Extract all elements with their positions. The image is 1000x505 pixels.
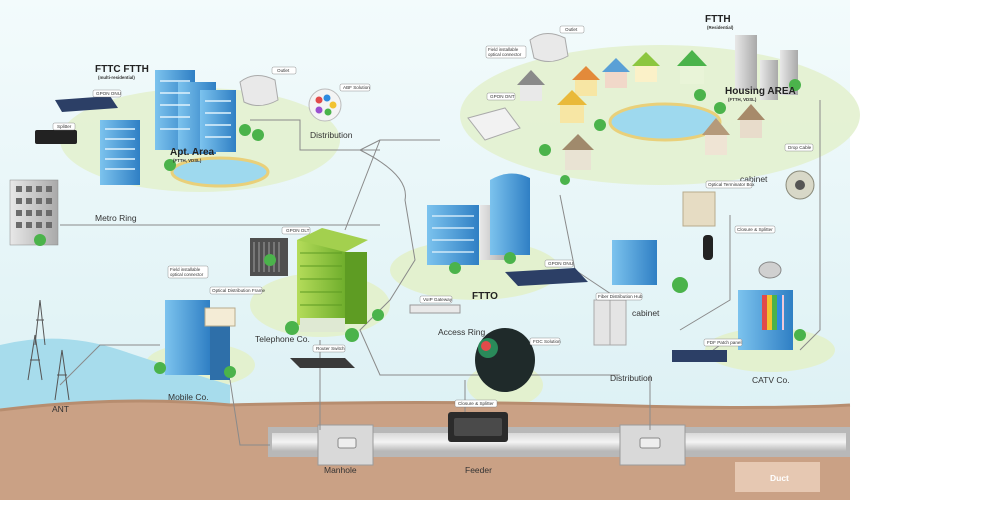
svg-text:GPON ONU: GPON ONU: [96, 91, 121, 96]
earth-edge: [0, 399, 851, 412]
voip-gateway-device: [409, 304, 461, 314]
abf-tubes: [315, 94, 337, 116]
label-ant: ANT: [52, 404, 69, 414]
tag-drop-cable: Drop Cable: [784, 143, 814, 152]
tag-outlet-right: Outlet: [559, 25, 585, 34]
zone-fttc-ftth-sub: (multi-residential): [98, 75, 135, 80]
svg-text:Drop Cable: Drop Cable: [788, 145, 812, 150]
label-catv-co: CATV Co.: [752, 375, 790, 385]
tag-odf: Optical Distribution Frame: [209, 286, 266, 295]
svg-text:ABF Solution: ABF Solution: [343, 85, 370, 90]
drop-cable-hub: [795, 180, 805, 190]
housing-pond: [608, 102, 722, 142]
office-building-left: [9, 179, 59, 246]
gpon-onu-mid-device: [505, 268, 588, 286]
ftto-buildings: [427, 173, 530, 265]
outlet-right-device: [529, 33, 569, 62]
svg-text:Outlet: Outlet: [565, 27, 578, 32]
svg-text:GPON OLT: GPON OLT: [286, 228, 310, 233]
trees: [34, 79, 806, 378]
zone-apt-area-sub: (FTTH, VDSL): [173, 158, 202, 163]
antenna-towers: [27, 299, 70, 401]
router-switch-device: [290, 358, 355, 368]
svg-text:Optical Distribution Frame: Optical Distribution Frame: [212, 288, 266, 293]
closure-splitter-inner: [454, 418, 502, 436]
zone-apt-area: Apt. Area: [170, 147, 215, 158]
tag-voip-gateway: VoIP Gateway: [419, 295, 453, 304]
tag-closure-splitter-bottom: Closure & Splitter: [454, 399, 498, 408]
label-telephone-co: Telephone Co.: [255, 334, 310, 344]
abf-bundle: [308, 88, 342, 122]
svg-text:FDF Patch panel: FDF Patch panel: [707, 340, 741, 345]
tag-gpon-onu-left: GPON ONU: [92, 89, 122, 98]
svg-text:Optical Terminator Box: Optical Terminator Box: [708, 182, 755, 187]
label-cabinet-top: cabinet: [740, 174, 768, 184]
tag-router-switch: Router Switch: [312, 344, 346, 353]
tag-field-connector-right: Field installable optical connector: [485, 45, 527, 59]
svg-text:GPON ONT: GPON ONT: [490, 94, 515, 99]
svg-text:GPON ONU: GPON ONU: [548, 261, 573, 266]
tag-field-connector-left: Field installable optical connector: [167, 265, 209, 279]
apt-pond: [170, 156, 270, 188]
svg-text:VoIP Gateway: VoIP Gateway: [423, 297, 453, 302]
outlet-left-device: [239, 75, 279, 106]
svg-text:FOC Solution: FOC Solution: [533, 339, 561, 344]
zone-housing-area: Housing AREA: [725, 86, 796, 97]
right-margin: [850, 0, 1000, 500]
zone-fttc-ftth: FTTC FTTH: [95, 64, 149, 75]
mobile-co-building: [165, 300, 230, 380]
housing-houses: [517, 50, 765, 170]
zone-housing-area-sub: (FTTH, VDSL): [728, 97, 757, 102]
tag-gpon-onu-mid: GPON ONU: [544, 259, 574, 268]
tag-fiber-distribution-hub: Fiber Distribution Hub: [595, 292, 643, 301]
duct-pad: [735, 462, 820, 492]
svg-text:Fiber Distribution Hub: Fiber Distribution Hub: [598, 294, 643, 299]
svg-text:Outlet: Outlet: [277, 68, 290, 73]
tag-splitter: Splitter: [52, 122, 76, 131]
gpon-onu-left-device: [55, 96, 118, 112]
vault-closure: [639, 437, 661, 449]
label-duct: Duct: [770, 473, 789, 483]
closure-splitter-right-device: [703, 235, 713, 260]
splitter-device: [35, 130, 77, 144]
tag-fdf-patch-panel: FDF Patch panel: [703, 338, 743, 347]
tag-gpon-ont-right: GPON ONT: [486, 92, 516, 101]
tag-gpon-olt: GPON OLT: [281, 226, 311, 235]
cabinet-mid-unit: [593, 240, 657, 346]
label-feeder: Feeder: [465, 465, 492, 475]
label-mobile-co: Mobile Co.: [168, 392, 209, 402]
label-access-ring: Access Ring: [438, 327, 486, 337]
svg-text:Splitter: Splitter: [57, 124, 72, 129]
label-cabinet-mid: cabinet: [632, 308, 660, 318]
tag-closure-splitter-right: Closure & Splitter: [734, 225, 776, 234]
svg-text:Closure & Splitter: Closure & Splitter: [737, 227, 773, 232]
tag-outlet-left: Outlet: [271, 66, 297, 75]
zone-ftth-residential: FTTH: [705, 14, 731, 25]
label-metro-ring: Metro Ring: [95, 213, 137, 223]
fdf-patch-panel-device: [672, 350, 727, 362]
tag-abf-solution: ABF Solution: [339, 83, 370, 92]
underground-pipe: [272, 433, 846, 451]
svg-text:Closure & Splitter: Closure & Splitter: [458, 401, 494, 406]
zone-ftth-residential-sub: (Residential): [707, 25, 734, 30]
zone-ftto: FTTO: [472, 291, 498, 302]
odf-device: [204, 307, 236, 327]
foc-cable: [475, 328, 535, 392]
label-distribution-bottom: Distribution: [610, 373, 653, 383]
telephone-co-building: [297, 228, 368, 332]
tag-foc-solution: FOC Solution: [529, 337, 561, 346]
apartment-buildings: [100, 70, 236, 185]
gpon-ont-device: [467, 107, 521, 141]
svg-text:Router Switch: Router Switch: [316, 346, 345, 351]
catv-co-building: [738, 261, 793, 350]
tag-optical-terminator-box: Optical Terminator Box: [705, 180, 755, 189]
label-manhole: Manhole: [324, 465, 357, 475]
optical-terminator-box-device: [682, 191, 716, 227]
label-distribution-top: Distribution: [310, 130, 353, 140]
manhole-closure: [337, 437, 357, 449]
